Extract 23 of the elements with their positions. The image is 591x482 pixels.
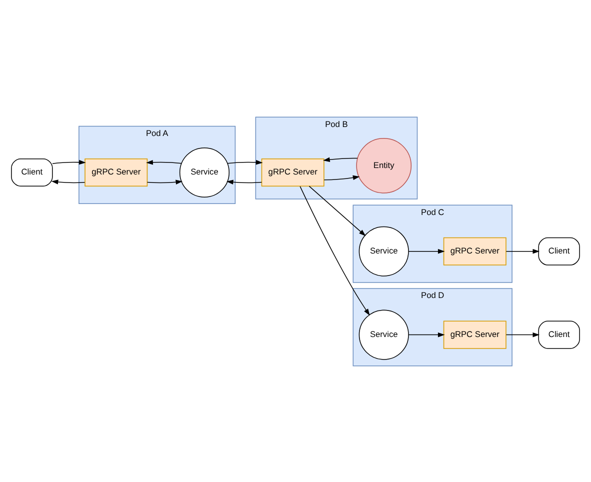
node-box: gRPC Server [84, 158, 148, 186]
node-box: Client [538, 320, 580, 348]
arrow [300, 186, 370, 316]
arrow [506, 332, 540, 337]
node-box: gRPC Server [443, 320, 506, 348]
arrow [308, 185, 366, 236]
arrow [51, 179, 86, 184]
arrow [226, 179, 262, 184]
node-box: gRPC Server [443, 236, 506, 265]
arrow [52, 159, 86, 164]
arrow [146, 179, 183, 184]
arrow [324, 174, 360, 180]
arrow [146, 159, 182, 164]
arrow [408, 332, 445, 337]
node-circle: Service [179, 146, 230, 197]
arrow [506, 248, 540, 254]
node-box: Client [11, 158, 53, 186]
node-box: gRPC Server [261, 158, 324, 186]
node-box: Client [538, 236, 580, 265]
node-circle: Entity [356, 137, 412, 193]
arrow [227, 159, 263, 164]
arrow [323, 156, 358, 162]
arrow [408, 248, 445, 254]
